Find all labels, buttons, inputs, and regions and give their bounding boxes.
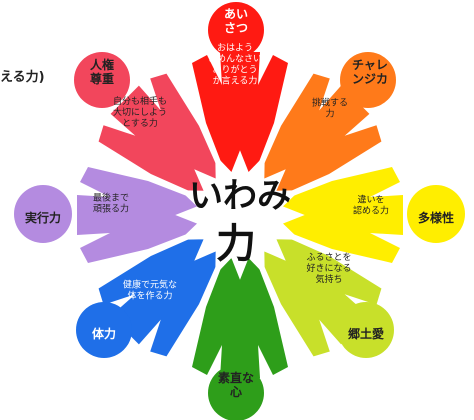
figure-head — [208, 2, 264, 58]
center-star — [175, 150, 305, 280]
figure-body — [192, 250, 288, 378]
figure-description: 自分も相手も大切にしようとする力 — [113, 95, 167, 129]
figure-label: 素直な心 — [218, 370, 254, 399]
figure-body — [256, 73, 382, 199]
figure-bodies — [77, 52, 403, 378]
figure-body — [77, 167, 205, 263]
figure-head — [208, 365, 264, 420]
figure-label: チャレンジカ — [352, 58, 388, 86]
figure-body — [98, 73, 224, 199]
figure-description: 健康で元気な体を作る力 — [123, 279, 177, 302]
figure-label: 郷土愛 — [348, 326, 384, 341]
figure-body — [275, 167, 403, 263]
corner-cut-text: える力) — [0, 70, 45, 85]
figure-head — [74, 52, 130, 108]
figure-description: 挑戦する力 — [312, 97, 348, 120]
figure-head — [407, 185, 465, 243]
figure-head — [14, 185, 72, 243]
figure-label: あいさつ — [224, 7, 248, 35]
figure-label: 人権尊重 — [90, 57, 114, 86]
figure-label: 体力 — [92, 326, 116, 341]
figure-description: 最後まで頑張る力 — [93, 192, 129, 215]
figure-head — [338, 302, 394, 358]
figure-description: おはようごめんなさいありがとうが言える力 — [208, 43, 262, 87]
center-title-kanji: 力 — [216, 220, 256, 267]
figure-label: 実行力 — [25, 210, 61, 225]
figure-label: 多様性 — [418, 210, 454, 225]
figure-description: 違いを認める力 — [353, 194, 389, 217]
figure-description: ふるさとを好きになる気持ち — [306, 252, 351, 285]
center-title: いわみ — [189, 176, 291, 216]
figure-head — [340, 52, 396, 108]
figure-head — [76, 302, 132, 358]
figure-body — [192, 52, 288, 180]
